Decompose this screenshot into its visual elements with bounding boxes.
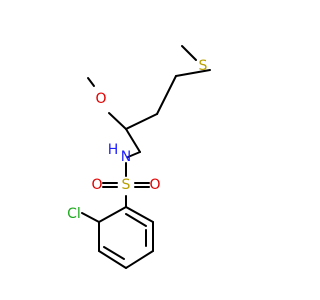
atom-label-o-methoxy: O — [95, 91, 106, 107]
atom-label-h-amide: H — [108, 142, 119, 158]
ring-bond-1 — [98, 206, 127, 223]
bond-ch-ch2 — [125, 128, 141, 153]
atom-label-n-amide: N — [121, 149, 131, 165]
ring-inner-bond-1 — [125, 213, 147, 227]
ring-inner-bond-2 — [103, 246, 125, 260]
atom-label-o-sulfonyl-left: O — [91, 177, 102, 193]
bond-layer — [81, 45, 211, 269]
atom-label-cl: Cl — [67, 206, 81, 222]
bond-ring-cl — [81, 212, 100, 223]
bond-methyl-s — [181, 45, 197, 61]
atom-label-s-sulfonyl: S — [122, 177, 131, 193]
ring-bond-6 — [125, 206, 154, 223]
atom-label-layer: S O N H S O O Cl — [67, 58, 207, 222]
bond-s-ch2 — [175, 69, 211, 77]
molecule-structure-diagram: S O N H S O O Cl — [67, 45, 211, 269]
ring-bond-3 — [98, 250, 127, 269]
bond-ch2-ch — [125, 113, 158, 130]
bond-ch-o — [108, 112, 127, 130]
bond-ch2-ch2 — [156, 75, 177, 115]
bond-o-methyl — [87, 77, 95, 87]
atom-label-s-methyl: S — [199, 58, 208, 74]
ring-bond-4 — [125, 250, 154, 269]
bond-ch2-n — [127, 151, 141, 158]
atom-label-o-sulfonyl-right: O — [149, 177, 160, 193]
